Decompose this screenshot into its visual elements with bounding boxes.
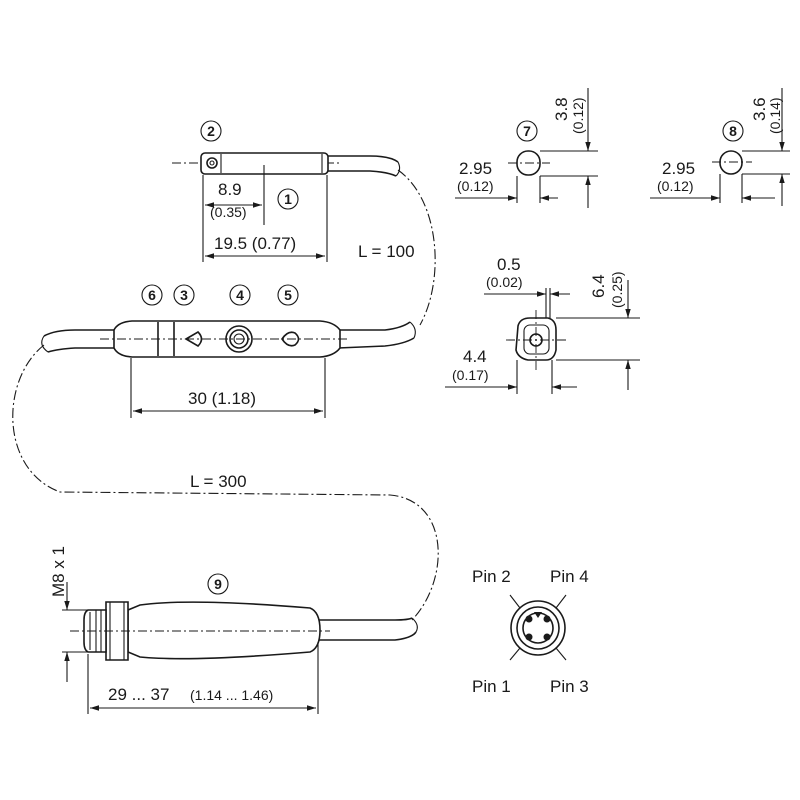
pin-face: Pin 2 Pin 4 Pin 1 Pin 3 — [472, 567, 589, 696]
connector-face-outer — [510, 600, 566, 656]
dim-hole-inch: (0.35) — [210, 204, 247, 220]
section-8: 8 3.6 (0.14) 2.95 (0.12) — [650, 88, 790, 206]
sensor-hole — [206, 157, 218, 169]
section7-height-inch: (0.12) — [570, 97, 586, 134]
callout-9: 9 — [214, 576, 222, 592]
callout-4: 4 — [236, 287, 244, 303]
connector-length: 29 ... 37 — [108, 685, 169, 704]
callout-2: 2 — [207, 123, 215, 139]
pin-2-dot — [525, 615, 533, 623]
section8-height-inch: (0.14) — [767, 97, 783, 134]
section-7: 7 3.8 (0.12) 2.95 (0.12) — [455, 88, 598, 208]
sensor-view: 8.9 (0.35) 19.5 (0.77) 2 1 L = 100 — [172, 120, 436, 326]
cable-length-l100: L = 100 — [358, 242, 415, 261]
section8-width-inch: (0.12) — [657, 178, 694, 194]
mount-width-inch: (0.17) — [452, 367, 489, 383]
section8-height: 3.6 — [750, 97, 769, 121]
mount-detail: 0.5 (0.02) 6.4 (0.25) 4.4 (0.17) — [445, 255, 640, 394]
connector-thread-size: M8 x 1 — [49, 546, 68, 597]
callout-8: 8 — [729, 123, 737, 139]
profile-8 — [719, 150, 743, 175]
pin-1-label: Pin 1 — [472, 677, 511, 696]
cable-length-l300: L = 300 — [190, 472, 247, 491]
callout-6: 6 — [148, 287, 156, 303]
connector-view: M8 x 1 9 29 ... 37 (1.14 ... 1.46) — [49, 546, 418, 714]
sensor-cable — [328, 155, 399, 163]
pin-4-dot — [543, 615, 551, 623]
dim-sensor-length: 19.5 (0.77) — [214, 234, 296, 253]
pin-2-label: Pin 2 — [472, 567, 511, 586]
pin-3-label: Pin 3 — [550, 677, 589, 696]
housing-view: 6 3 4 5 30 (1.18) L = 300 — [12, 284, 439, 621]
cable-l100 — [397, 169, 436, 326]
mount-height-inch: (0.25) — [609, 271, 625, 308]
pin-3-dot — [543, 633, 551, 641]
connector-body — [127, 601, 321, 660]
dim-hole-value: 8.9 — [218, 180, 242, 199]
connector-length-inch: (1.14 ... 1.46) — [190, 687, 273, 703]
section8-width: 2.95 — [662, 159, 695, 178]
callout-7: 7 — [523, 123, 531, 139]
mount-height: 6.4 — [589, 274, 608, 298]
dim-housing-length: 30 (1.18) — [188, 389, 256, 408]
pin-1-dot — [525, 633, 533, 641]
cable-l300 — [12, 344, 439, 621]
pin-4-label: Pin 4 — [550, 567, 589, 586]
section7-width-inch: (0.12) — [457, 178, 494, 194]
potentiometer — [225, 325, 253, 353]
section7-height: 3.8 — [552, 97, 571, 121]
mount-gap-inch: (0.02) — [486, 274, 523, 290]
key-notch — [534, 612, 542, 618]
callout-5: 5 — [284, 287, 292, 303]
mount-gap: 0.5 — [497, 255, 521, 274]
mount-width: 4.4 — [463, 347, 487, 366]
led-right — [281, 331, 300, 347]
callout-1: 1 — [284, 191, 292, 207]
section7-width: 2.95 — [459, 159, 492, 178]
led-left — [184, 330, 203, 348]
callout-3: 3 — [180, 287, 188, 303]
